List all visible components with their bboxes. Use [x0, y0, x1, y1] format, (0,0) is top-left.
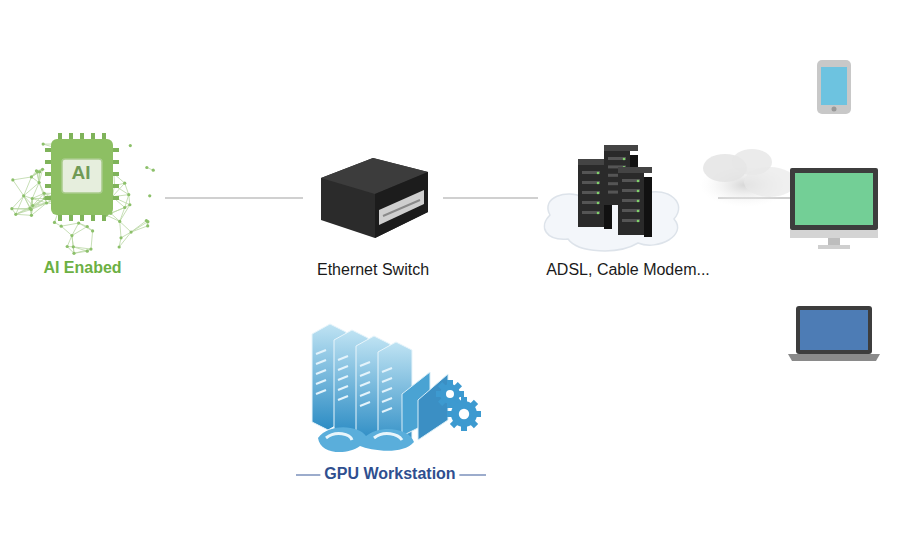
modem-node: ADSL, Cable Modem...: [538, 135, 718, 280]
monitor-icon: [790, 168, 878, 249]
node-label: Ethernet Switch: [313, 260, 433, 279]
node-illustration: [290, 310, 490, 490]
switch-node: Ethernet Switch: [303, 150, 443, 280]
node-label: ADSL, Cable Modem...: [542, 260, 714, 279]
gpu-workstation-icon: [312, 324, 481, 452]
switch-icon: [321, 158, 428, 238]
phone-icon: [817, 60, 851, 114]
node-illustration: [538, 135, 718, 280]
gpu-node: GPU Workstation: [290, 310, 490, 490]
node-label: AI Enabed: [39, 258, 125, 277]
chip-label: AI: [50, 162, 112, 185]
link-line: [443, 197, 538, 199]
server-cloud: [544, 145, 678, 251]
ai-chip: [45, 133, 119, 221]
ai-node: AI AI Enabed: [0, 115, 165, 285]
cloud: [700, 149, 796, 207]
link-line: [165, 197, 303, 199]
laptop-icon: [788, 306, 880, 361]
node-label: GPU Workstation: [320, 464, 459, 483]
